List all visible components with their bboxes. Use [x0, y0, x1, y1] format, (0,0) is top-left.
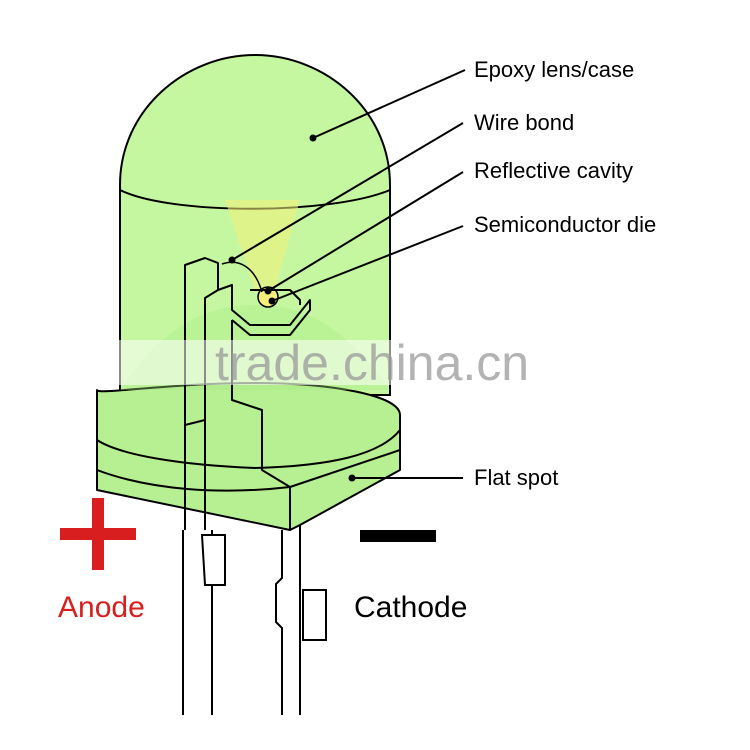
label-semiconductor-die: Semiconductor die [474, 212, 656, 237]
minus-icon [360, 530, 436, 542]
callout-line-semiconductor-die [271, 225, 464, 302]
callout-lines [228, 69, 466, 482]
watermark-text: trade.china.cn [215, 335, 529, 391]
anode-label: Anode [58, 591, 145, 624]
anode-lead [182, 530, 226, 715]
label-epoxy: Epoxy lens/case [474, 57, 634, 82]
die-glow [225, 200, 300, 308]
label-wire-bond: Wire bond [474, 110, 574, 135]
cathode-lead [275, 525, 327, 715]
label-flat-spot: Flat spot [474, 465, 558, 490]
plus-icon [60, 498, 136, 570]
callout-line-reflective-cavity [267, 171, 464, 292]
epoxy-lens [96, 53, 401, 531]
cathode-label: Cathode [354, 591, 467, 624]
callout-line-epoxy [312, 69, 466, 139]
callout-line-wire-bond [231, 122, 464, 261]
label-reflective-cavity: Reflective cavity [474, 158, 633, 183]
watermark: trade.china.cn [90, 335, 550, 391]
